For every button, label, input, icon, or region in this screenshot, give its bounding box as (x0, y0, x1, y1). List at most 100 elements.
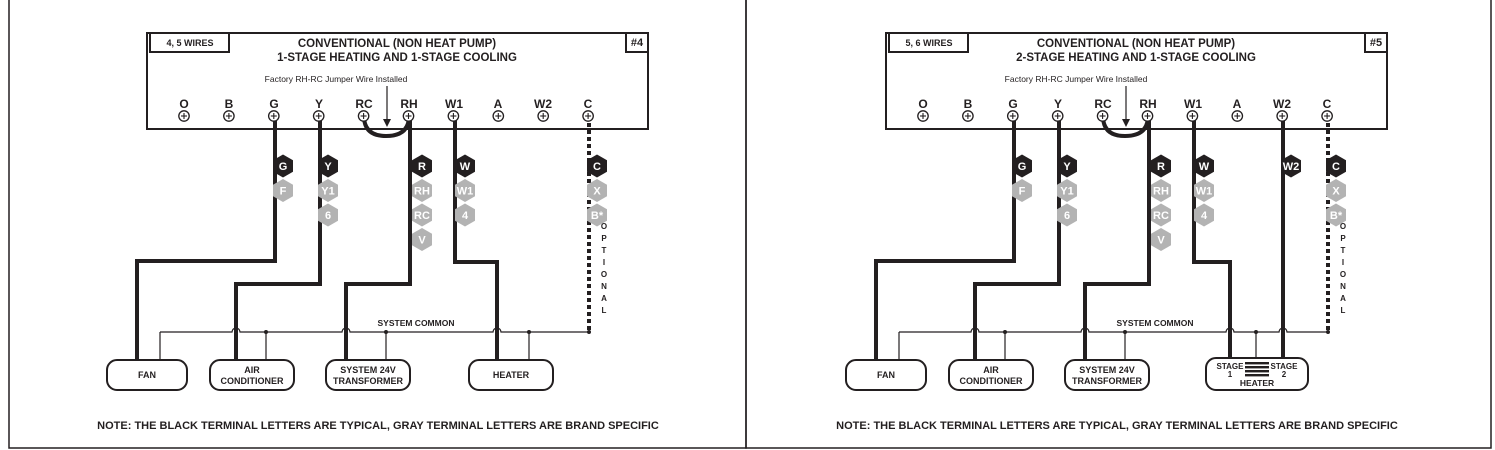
tag-hex-g-0 (273, 154, 293, 178)
jumper-wire (1101, 115, 1150, 139)
transformer-label-line2: TRANSFORMER (333, 376, 403, 386)
ac-label-line2: CONDITIONER (221, 376, 285, 386)
fan-label: FAN (877, 370, 895, 380)
tag-hex-v-2 (1151, 228, 1171, 251)
tag-label-4-3: 4 (1201, 210, 1208, 222)
terminal-label-w1: W1 (1184, 97, 1202, 111)
tag-hex-w2-4 (1281, 154, 1301, 178)
tag-label-w-3: W (460, 161, 471, 173)
tag-hex-c-4 (587, 154, 607, 178)
transformer-label-line1: SYSTEM 24V (340, 365, 396, 375)
wires-label-box (888, 32, 969, 53)
tag-hex-y-1 (318, 154, 338, 178)
diagram-number: #4 (631, 37, 644, 49)
title-line1: CONVENTIONAL (NON HEAT PUMP) (298, 38, 496, 50)
tag-label-v-2: V (418, 235, 426, 247)
ac-box (209, 359, 295, 391)
tag-label-v-2: V (1157, 235, 1165, 247)
terminal-label-b: B (964, 97, 973, 111)
tag-label-y1-1: Y1 (1060, 186, 1073, 198)
optional-label: OPTIONAL (1339, 222, 1348, 318)
wire-w-heater (453, 116, 499, 362)
tag-hex-4-3 (455, 203, 475, 227)
tag-hex-f-0 (273, 179, 293, 202)
wire-g-fan (874, 116, 1016, 362)
wire-y-ac (234, 116, 322, 362)
tag-label-x-5: X (1332, 186, 1340, 198)
tag-label-r-2: R (418, 161, 426, 173)
stage1-label-line2: 1 (1228, 370, 1233, 379)
wire-r-transformer (344, 116, 412, 362)
tag-label-c-4: C (593, 161, 601, 173)
tag-hex-rh-2 (1151, 179, 1171, 202)
diagram-number-box (625, 32, 649, 53)
terminal-screws (917, 110, 1333, 122)
tag-hex-c-5 (1326, 154, 1346, 178)
tag-hex-x-4 (587, 179, 607, 202)
stage1-label-line1: STAGE (1217, 362, 1245, 371)
system-common-label: SYSTEM COMMON (378, 318, 455, 328)
stage2-label-line1: STAGE (1271, 362, 1299, 371)
thermostat-box (146, 32, 649, 130)
wire-y-ac (973, 116, 1061, 362)
panel-5: 5, 6 WIRES #5 CONVENTIONAL (NON HEAT PUM… (836, 32, 1398, 432)
tag-label-w1-3: W1 (1196, 186, 1213, 198)
tag-label-f-0: F (280, 186, 287, 198)
terminal-label-w1: W1 (445, 97, 463, 111)
tag-hex-r-2 (412, 154, 432, 178)
terminal-label-rc: RC (1094, 97, 1112, 111)
tag-hex-y1-1 (318, 179, 338, 202)
tag-label-b-4: B* (591, 210, 604, 222)
terminal-label-g: G (1008, 97, 1017, 111)
tag-hex-w-3 (455, 154, 475, 178)
ac-label-line1: AIR (983, 365, 999, 375)
stage2-label-line2: 2 (1282, 370, 1287, 379)
panel-4: 4, 5 WIRES #4 CONVENTIONAL (NON HEAT PUM… (97, 32, 659, 432)
transformer-box (1064, 359, 1150, 391)
wire-r-transformer (1083, 116, 1151, 362)
tag-hex-g-0 (1012, 154, 1032, 178)
wires-label-box (149, 32, 230, 53)
title-line1: CONVENTIONAL (NON HEAT PUMP) (1037, 38, 1235, 50)
jumper-note: Factory RH-RC Jumper Wire Installed (265, 74, 408, 84)
tag-label-x-4: X (593, 186, 601, 198)
tag-hex-b-4 (587, 203, 607, 227)
terminal-label-o: O (179, 97, 188, 111)
terminal-label-c: C (1323, 97, 1332, 111)
wire-g-fan (135, 116, 277, 362)
tag-label-f-0: F (1019, 186, 1026, 198)
footer-note: NOTE: THE BLACK TERMINAL LETTERS ARE TYP… (836, 420, 1398, 432)
tag-hex-6-1 (1057, 203, 1077, 227)
tag-label-w1-3: W1 (457, 186, 474, 198)
ac-label-line2: CONDITIONER (960, 376, 1024, 386)
tag-hex-b-5 (1326, 203, 1346, 227)
heater-label: HEATER (493, 370, 530, 380)
tag-hex-x-5 (1326, 179, 1346, 202)
transformer-label-line1: SYSTEM 24V (1079, 365, 1135, 375)
title-line2: 2-STAGE HEATING AND 1-STAGE COOLING (1016, 52, 1256, 64)
tag-label-c-5: C (1332, 161, 1340, 173)
tag-label-y1-1: Y1 (321, 186, 334, 198)
tag-label-g-0: G (1018, 161, 1027, 173)
wires-label: 5, 6 WIRES (905, 38, 952, 48)
tag-label-rc-2: RC (1153, 210, 1169, 222)
wires-label: 4, 5 WIRES (166, 38, 213, 48)
ac-label-line1: AIR (244, 365, 260, 375)
terminal-label-a: A (494, 97, 503, 111)
jumper-note: Factory RH-RC Jumper Wire Installed (1005, 74, 1148, 84)
ac-box (948, 359, 1034, 391)
system-common-label: SYSTEM COMMON (1117, 318, 1194, 328)
tag-label-g-0: G (279, 161, 288, 173)
tag-hex-v-2 (412, 228, 432, 251)
tag-hex-6-1 (318, 203, 338, 227)
fan-box (106, 359, 188, 391)
panel-frame-right (745, 0, 1492, 449)
tag-hex-w-3 (1194, 154, 1214, 178)
optional-label: OPTIONAL (600, 222, 609, 318)
title-line2: 1-STAGE HEATING AND 1-STAGE COOLING (277, 52, 517, 64)
tag-label-rh-2: RH (414, 186, 430, 198)
terminal-label-y: Y (315, 97, 323, 111)
diagram-number-box (1364, 32, 1388, 53)
